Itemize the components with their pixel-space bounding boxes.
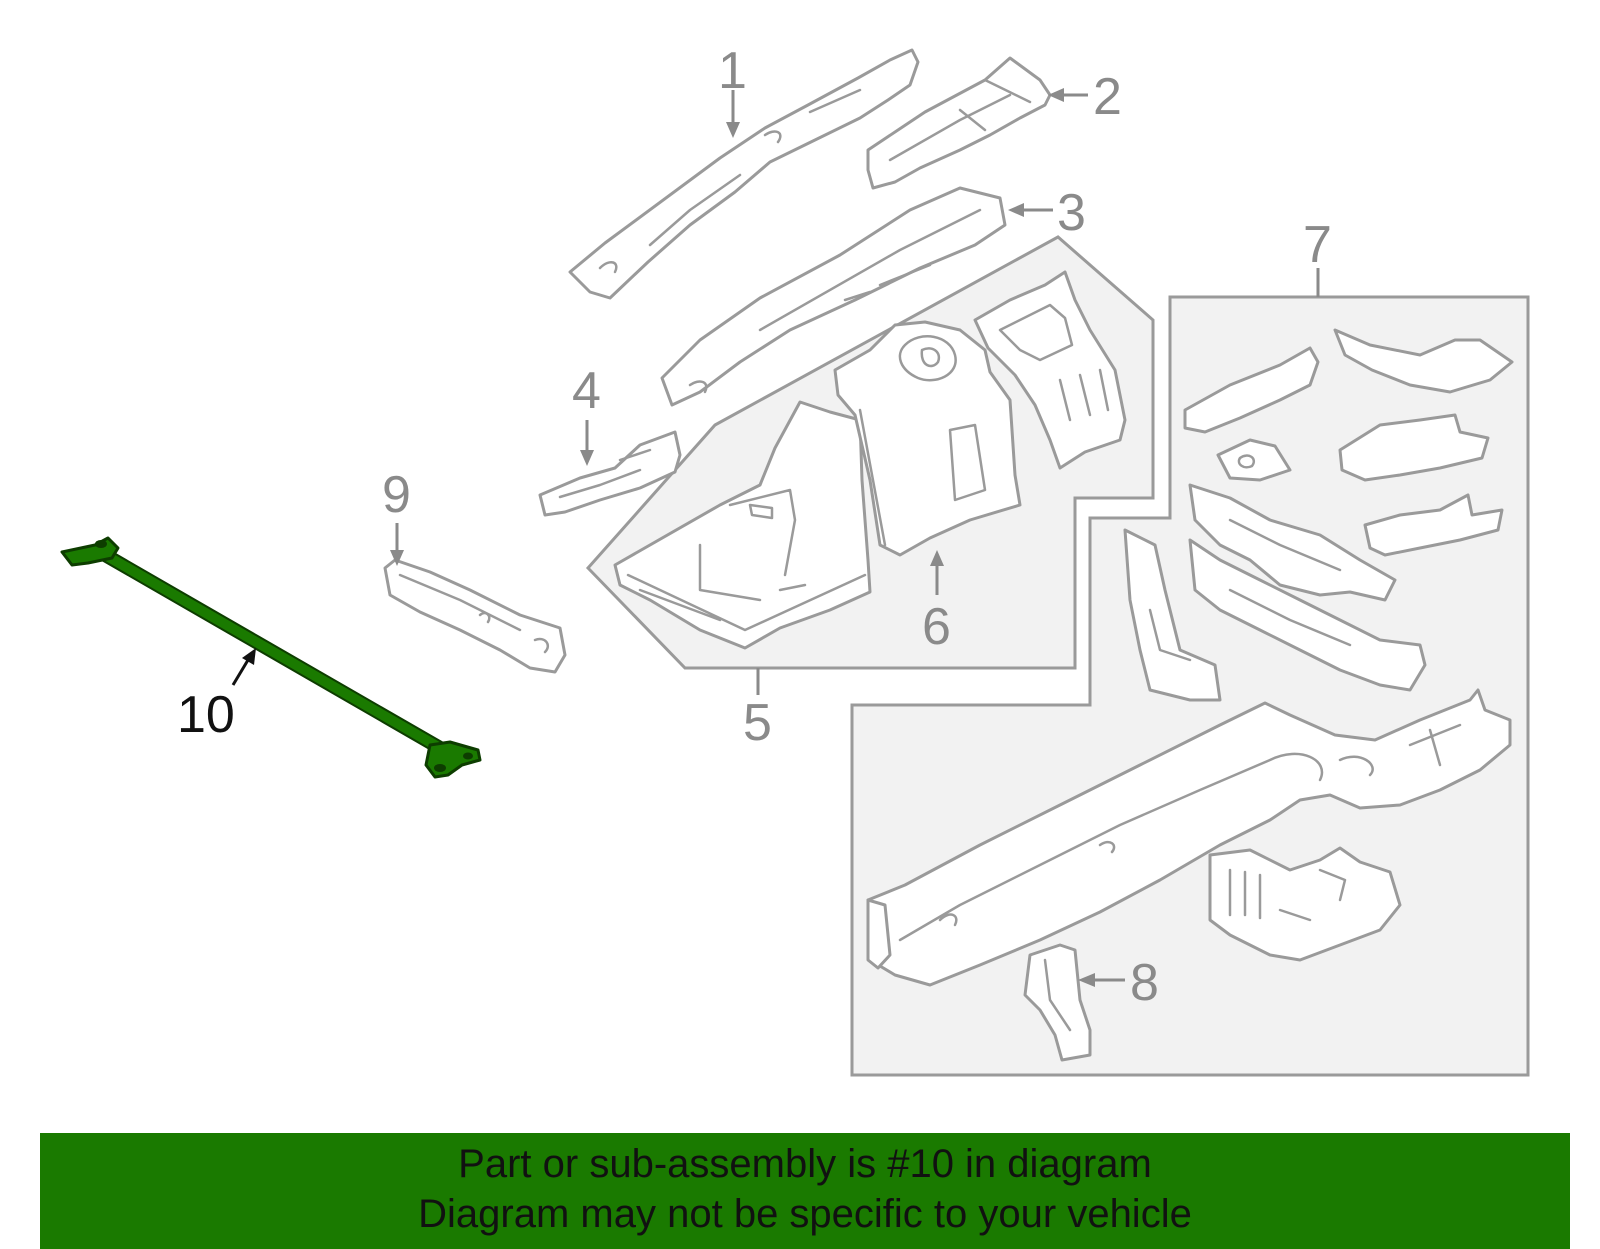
part-1[interactable] [568, 48, 920, 300]
callout-4[interactable]: 4 [572, 362, 601, 420]
banner-line-1: Part or sub-assembly is #10 in diagram [458, 1142, 1152, 1186]
callout-10[interactable]: 10 [177, 686, 235, 744]
callout-7[interactable]: 7 [1303, 216, 1332, 274]
part-5[interactable] [613, 400, 872, 650]
part-8[interactable] [1023, 943, 1092, 1062]
part-10[interactable] [60, 536, 482, 779]
callout-5[interactable]: 5 [743, 694, 772, 752]
part-7[interactable] [866, 328, 1514, 987]
part-9[interactable] [383, 558, 567, 674]
callout-3[interactable]: 3 [1057, 184, 1086, 242]
part-6[interactable] [833, 270, 1127, 557]
part-4[interactable] [538, 430, 682, 517]
banner-line-2: Diagram may not be specific to your vehi… [418, 1192, 1192, 1236]
callout-1[interactable]: 1 [718, 42, 747, 100]
part-info-banner: Part or sub-assembly is #10 in diagram D… [40, 1133, 1570, 1249]
callout-arrows [231, 88, 1320, 987]
part-3[interactable] [660, 186, 1007, 407]
callout-6[interactable]: 6 [922, 598, 951, 656]
part-2[interactable] [866, 56, 1052, 190]
callout-8[interactable]: 8 [1130, 954, 1159, 1012]
callout-9[interactable]: 9 [382, 466, 411, 524]
callout-2[interactable]: 2 [1093, 68, 1122, 126]
